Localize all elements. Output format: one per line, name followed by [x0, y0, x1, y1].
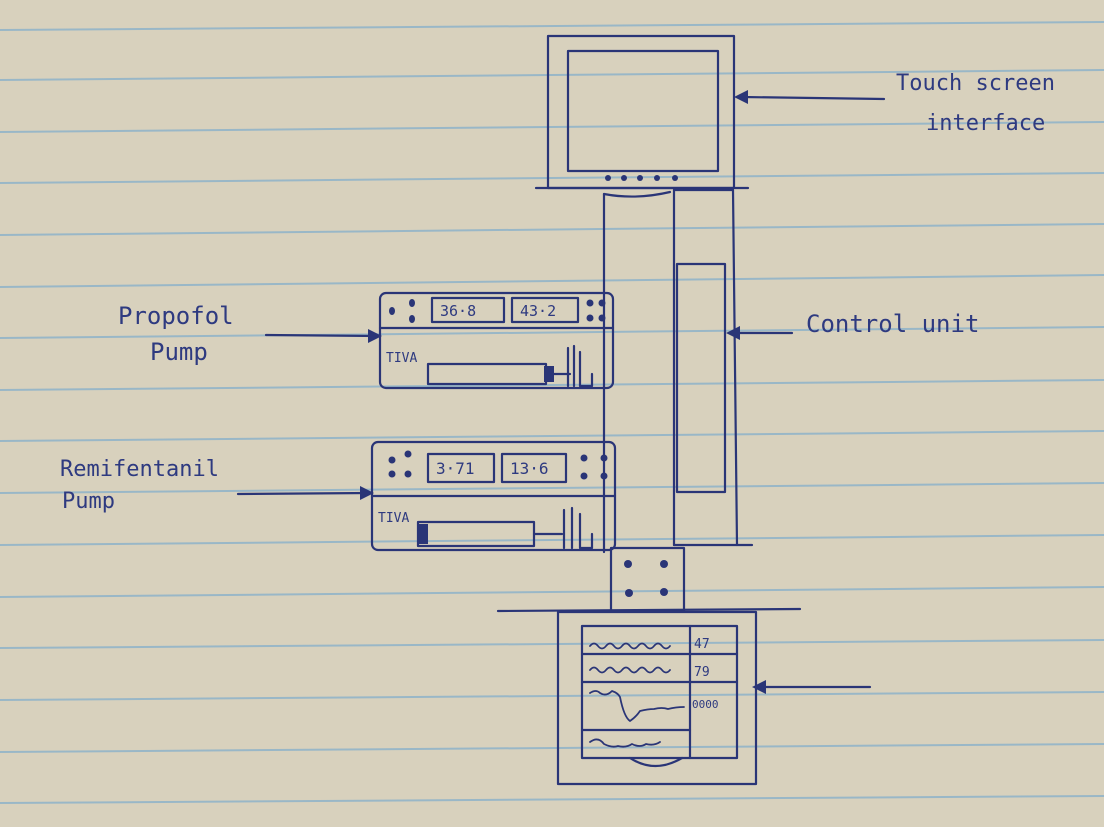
propofol-label-line1: Propofol: [118, 302, 234, 330]
touch-screen-label-line1: Touch screen: [896, 71, 1055, 96]
propofol-brand: TIVA: [386, 351, 417, 366]
control-unit-label: Control unit: [806, 310, 979, 338]
remifentanil-display-1: 3·71: [436, 459, 475, 478]
remifentanil-brand: TIVA: [378, 511, 409, 526]
propofol-label-line2: Pump: [150, 338, 208, 366]
monitor-readout-1: 47: [694, 637, 710, 652]
remifentanil-label-line1: Remifentanil: [60, 457, 219, 482]
monitor-readout-2: 79: [694, 665, 710, 680]
remifentanil-label-line2: Pump: [62, 489, 115, 514]
remifentanil-display-2: 13·6: [510, 459, 549, 478]
propofol-display-1: 36·8: [440, 302, 476, 320]
monitor-readout-3: 0000: [692, 698, 719, 711]
propofol-display-2: 43·2: [520, 302, 556, 320]
touch-screen-label-line2: interface: [926, 111, 1045, 136]
